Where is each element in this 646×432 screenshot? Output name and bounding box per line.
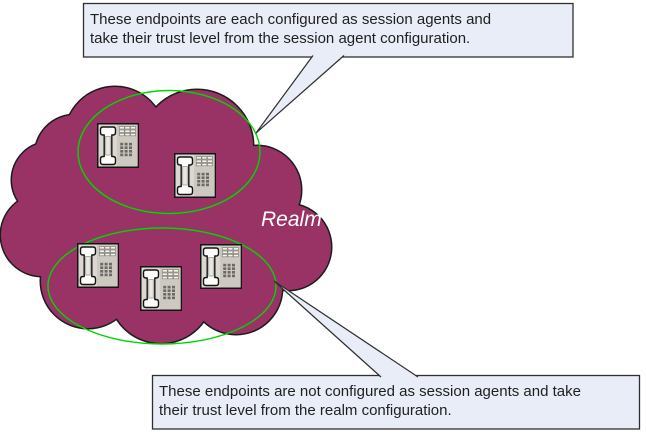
phone-icon (174, 153, 216, 198)
bottom-callout: These endpoints are not configured as se… (153, 375, 640, 429)
phone-icon (140, 266, 182, 311)
bottom-callout-line-2: their trust level from the realm configu… (159, 402, 452, 419)
bottom-callout-line-1: These endpoints are not configured as se… (159, 383, 581, 400)
top-callout-pointer (255, 55, 345, 134)
realm-label: Realm (261, 208, 322, 231)
phone-icon (77, 243, 119, 288)
bottom-callout-pointer (273, 280, 419, 378)
top-callout: These endpoints are each configured as s… (84, 3, 573, 57)
top-callout-box (82, 2, 574, 58)
realm-endpoints-group-ellipse (47, 227, 277, 345)
bottom-callout-box (151, 374, 641, 430)
top-callout-line-1: These endpoints are each configured as s… (90, 11, 492, 28)
session-agents-group-ellipse (77, 89, 261, 215)
phone-icon (200, 244, 242, 289)
top-callout-line-2: take their trust level from the session … (90, 30, 471, 47)
phone-icon (97, 123, 139, 168)
